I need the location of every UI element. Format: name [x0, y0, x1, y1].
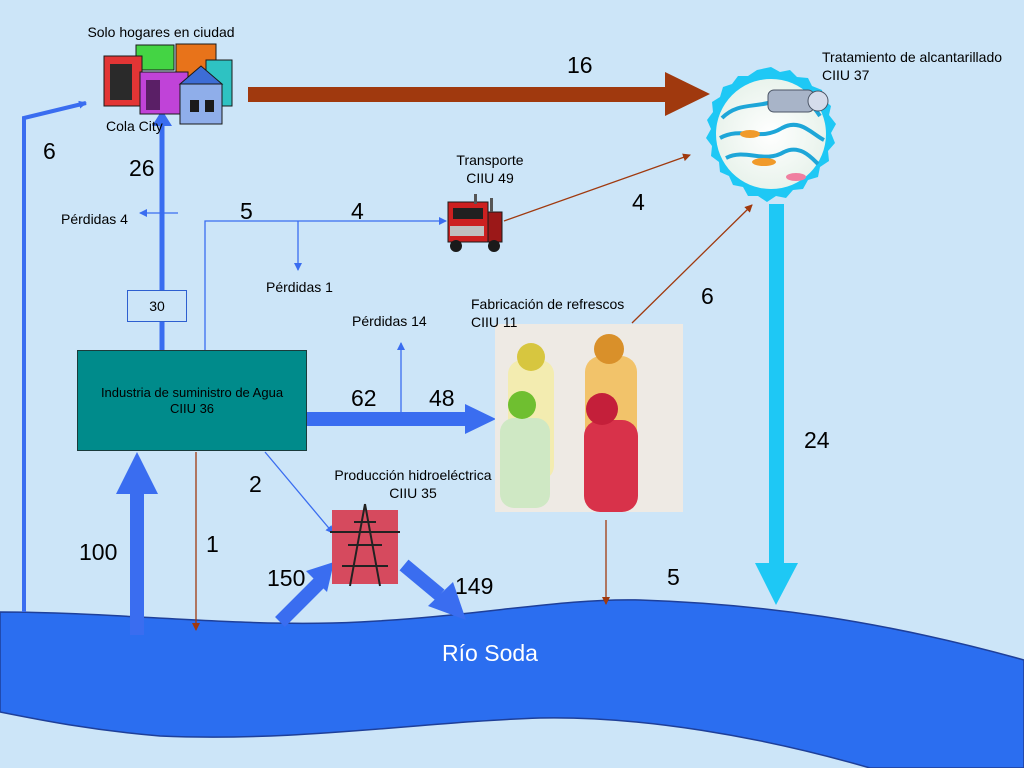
- flow-value-water-to-city: 26: [129, 155, 155, 181]
- water-label-line2: CIIU 36: [169, 400, 215, 416]
- treatment-label-line2: CIIU 37: [822, 67, 870, 83]
- hydro-station-illustration: [330, 503, 400, 587]
- flow-value-water-branch: 5: [240, 198, 253, 224]
- flow-value-water-out: 62: [351, 385, 377, 411]
- river-label: Río Soda: [442, 640, 538, 666]
- flow-water-to-soda: [307, 412, 467, 426]
- flow-treatment-to-river: [769, 204, 784, 569]
- flow-value-hydro-to-river: 149: [455, 573, 494, 599]
- hydro-label-line2: CIIU 35: [389, 485, 437, 501]
- river: [0, 599, 1024, 768]
- transport-label-line2: CIIU 49: [466, 170, 514, 186]
- soda-bottles-photo: [495, 324, 683, 512]
- truck-illustration: [447, 194, 503, 252]
- loss-label-city: Pérdidas 4: [61, 211, 128, 227]
- transport-label-line1: Transporte: [456, 152, 524, 168]
- city-sublabel: Cola City: [106, 118, 163, 134]
- flow-value-transport-to-treatment: 4: [632, 189, 645, 215]
- flow-treatment-to-river-head: [755, 563, 798, 605]
- flow-value-water-to-hydro: 2: [249, 471, 262, 497]
- flow-value-river-to-city: 6: [43, 138, 56, 164]
- flow-city-to-treatment: [248, 87, 673, 102]
- loss-label-soda: Pérdidas 14: [352, 313, 427, 329]
- flow-water-to-soda-head: [465, 404, 496, 434]
- flow-river-to-water-head: [116, 452, 158, 494]
- treatment-label-line1: Tratamiento de alcantarillado: [822, 49, 1003, 65]
- flow-value-river-to-hydro: 150: [267, 565, 306, 591]
- soda-label-line1: Fabricación de refrescos: [471, 296, 625, 312]
- water-label-line1: Industria de suministro de Agua: [100, 384, 284, 400]
- flow-transport-to-treatment: [503, 153, 691, 222]
- box-30: 30: [127, 290, 187, 322]
- city-buildings-illustration: [103, 43, 233, 125]
- flow-value-soda-to-treatment: 6: [701, 283, 714, 309]
- flow-value-soda-to-river: 5: [667, 564, 680, 590]
- flow-river-to-hydro: [275, 577, 325, 627]
- flow-value-to-transport: 4: [351, 198, 364, 224]
- flow-city-to-treatment-head: [665, 72, 710, 116]
- flow-value-treatment-to-river: 24: [804, 427, 830, 453]
- flow-water-to-transport: [204, 217, 447, 350]
- flow-value-water-to-river: 1: [206, 531, 219, 557]
- flow-soda-to-treatment: [631, 204, 753, 324]
- flow-hydro-to-river-head: [428, 582, 466, 620]
- flow-hydro-to-river: [399, 559, 445, 601]
- flow-river-to-water: [130, 490, 144, 635]
- flow-water-to-city-head: [152, 110, 172, 126]
- flow-value-to-soda: 48: [429, 385, 455, 411]
- hydro-label-line1: Producción hidroeléctrica: [334, 467, 492, 483]
- flow-river-to-hydro-head: [306, 562, 334, 592]
- loss-label-transport: Pérdidas 1: [266, 279, 333, 295]
- flow-water-to-hydro: [264, 451, 334, 534]
- treatment-plant-illustration: [706, 67, 836, 202]
- flow-value-river-to-water: 100: [79, 539, 118, 565]
- city-label: Solo hogares en ciudad: [87, 24, 235, 40]
- water-industry-box: Industria de suministro de Agua CIIU 36: [77, 350, 307, 451]
- flow-river-to-city: [22, 100, 87, 612]
- flow-value-city-to-treatment: 16: [567, 52, 593, 78]
- soda-label-line2: CIIU 11: [471, 314, 518, 330]
